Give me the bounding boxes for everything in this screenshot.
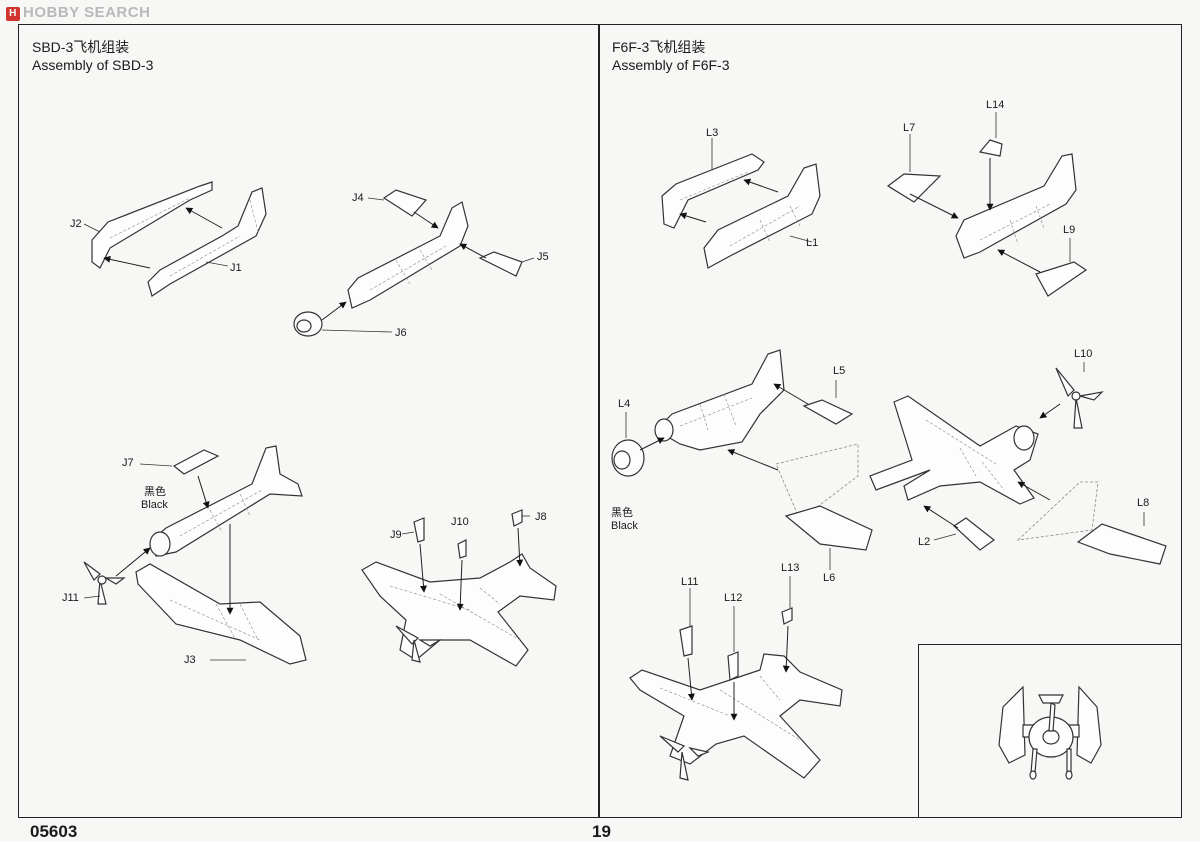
part-j10-part: [457, 539, 467, 559]
part-l4-cowling: [611, 439, 645, 477]
label-j10: J10: [451, 516, 469, 528]
part-l6-wing: [775, 443, 873, 551]
part-fuselage-with-cowling-sbd: [149, 445, 303, 557]
label-black-en-left: Black: [141, 499, 168, 511]
label-j4: J4: [352, 192, 364, 204]
sbd-title-cn: SBD-3飞机组装: [32, 39, 130, 55]
part-j1-fuselage-half: [147, 187, 267, 297]
part-j5-stabilizer: [478, 251, 523, 277]
part-l13-part: [781, 607, 793, 625]
part-j11-propeller: [83, 561, 126, 605]
brand-logo-icon: H: [6, 7, 20, 21]
folded-wing-inset: [918, 644, 1182, 818]
part-j4-stabilizer: [382, 189, 428, 217]
label-l12: L12: [724, 592, 743, 604]
label-j9: J9: [390, 529, 402, 541]
label-l11: L11: [681, 576, 699, 588]
product-code: 05603: [30, 822, 78, 841]
label-l14: L14: [986, 99, 1005, 111]
part-l5-part: [802, 399, 854, 425]
part-j3-wing: [135, 563, 307, 665]
part-l11-part: [679, 625, 693, 657]
label-j6: J6: [395, 327, 407, 339]
part-j2-fuselage-half: [91, 181, 213, 269]
part-l7-part: [886, 173, 942, 203]
label-l13: L13: [781, 562, 800, 574]
label-l4: L4: [618, 398, 631, 410]
part-l8-wing: [1016, 481, 1167, 565]
part-j6-cowling: [293, 311, 323, 337]
part-j9-part: [413, 517, 425, 543]
part-assembled-fuselage-sbd: [347, 201, 469, 309]
part-j8-part: [511, 509, 523, 527]
label-j11: J11: [62, 592, 79, 604]
part-l1-fuselage-half: [703, 163, 821, 269]
folded-wing-front-view: [998, 685, 1102, 780]
brand-name: HOBBY SEARCH: [23, 4, 151, 21]
part-l14-part: [978, 139, 1003, 157]
label-j1: J1: [230, 262, 242, 274]
label-black-cn-right: 黑色: [611, 507, 633, 519]
part-sbd-complete: [361, 553, 557, 667]
f6f-title-en: Assembly of F6F-3: [612, 57, 730, 73]
part-l12-part: [727, 651, 739, 681]
sbd-section-title: SBD-3飞机组装 Assembly of SBD-3: [32, 38, 153, 74]
label-l6: L6: [823, 572, 836, 584]
label-l3: L3: [706, 127, 719, 139]
label-j7: J7: [122, 457, 134, 469]
part-l2-part: [953, 517, 996, 551]
label-l8: L8: [1137, 497, 1150, 509]
label-l1: L1: [806, 237, 819, 249]
f6f-section-title: F6F-3飞机组装 Assembly of F6F-3: [612, 38, 729, 74]
part-l10-propeller: [1055, 367, 1104, 429]
part-assembled-fuselage-f6f: [955, 153, 1077, 259]
label-l9: L9: [1063, 224, 1076, 236]
label-black-cn-left: 黑色: [144, 486, 166, 498]
sbd-title-en: Assembly of SBD-3: [32, 57, 154, 73]
part-l9-part: [1035, 261, 1088, 297]
label-j2: J2: [70, 218, 82, 230]
f6f-title-cn: F6F-3飞机组装: [612, 39, 706, 55]
page-frame: [18, 24, 1182, 818]
center-divider: [598, 24, 600, 818]
label-l7: L7: [903, 122, 916, 134]
label-l10: L10: [1074, 348, 1093, 360]
part-f6f-complete-topview: [869, 395, 1039, 505]
label-j3: J3: [184, 654, 196, 666]
page-number: 19: [592, 822, 611, 841]
label-l2: L2: [918, 536, 931, 548]
part-fuselage-with-wing-stub-f6f: [654, 349, 785, 451]
part-l3-fuselage-half: [661, 153, 765, 229]
label-j8: J8: [535, 511, 547, 523]
label-l5: L5: [833, 365, 846, 377]
label-black-en-right: Black: [611, 520, 638, 532]
part-j7-canopy: [172, 449, 220, 475]
label-j5: J5: [537, 251, 549, 263]
